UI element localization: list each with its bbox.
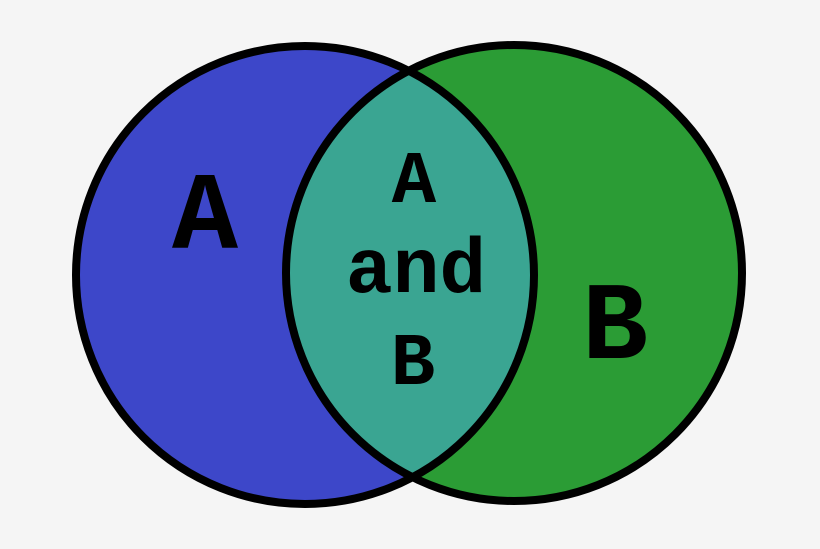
intersection-label-and: and bbox=[346, 228, 486, 316]
intersection-region bbox=[286, 46, 534, 501]
set-b-outline bbox=[282, 41, 746, 505]
intersection-label-a: A bbox=[392, 141, 437, 225]
set-b-label: B bbox=[582, 267, 648, 392]
set-a-label: A bbox=[172, 157, 239, 282]
set-a-outline bbox=[72, 42, 538, 508]
intersection-label-b: B bbox=[391, 323, 435, 407]
